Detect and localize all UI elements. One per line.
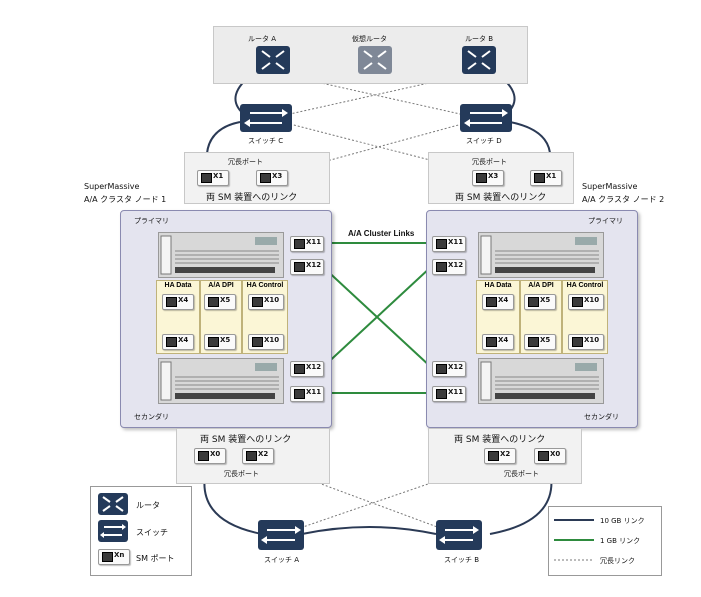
legend-switch: スイッチ [136,528,168,537]
appliance-graphic [160,235,279,275]
port-x5[interactable]: X5 [204,334,236,350]
switch-icon [261,526,301,544]
legend-10gb: 10 GB リンク [600,517,645,525]
router-icon [467,50,491,70]
link-to-both-label: 両 SM 装置へのリンク [200,435,292,445]
node2-title: SuperMassive [582,182,638,191]
port-x3[interactable]: X3 [256,170,288,186]
primary-label: プライマリ [134,217,169,225]
legend-sm-port: SM ポート [136,554,175,563]
router-a-label: ルータ A [248,35,277,43]
port-x2[interactable]: X2 [484,448,516,464]
port-x5[interactable]: X5 [524,334,556,350]
switch-icon [98,520,128,542]
switch-c-label: スイッチ C [248,137,284,145]
switch-icon [439,526,479,544]
primary-label: プライマリ [588,217,623,225]
cluster-links-label: A/A Cluster Links [348,229,415,238]
secondary-label: セカンダリ [584,413,619,421]
switch-d[interactable] [460,104,512,132]
port-x10[interactable]: X10 [568,294,604,310]
legend-port: Xn [98,549,130,565]
switch-a-label: スイッチ A [264,556,300,564]
secondary-appliance[interactable] [478,358,604,404]
router-b-label: ルータ B [465,35,494,43]
port-x4[interactable]: X4 [162,334,194,350]
port-x4[interactable]: X4 [482,334,514,350]
switch-b-label: スイッチ B [444,556,480,564]
switch-d-label: スイッチ D [466,137,502,145]
port-x2[interactable]: X2 [242,448,274,464]
port-x4[interactable]: X4 [162,294,194,310]
link-10gb [301,526,437,535]
legend-router: ルータ [136,501,160,510]
switch-icon [464,109,508,127]
port-x12[interactable]: X12 [432,361,466,377]
router-a[interactable] [256,46,290,74]
router-b[interactable] [462,46,496,74]
redundant-port-label: 冗長ポート [224,470,259,478]
switch-a[interactable] [258,520,304,550]
port-x12[interactable]: X12 [290,361,324,377]
secondary-label: セカンダリ [134,413,169,421]
switch-icon [244,109,288,127]
switch-b[interactable] [436,520,482,550]
router-icon [261,50,285,70]
node1-subtitle: A/A クラスタ ノード 1 [84,195,167,204]
port-x11[interactable]: X11 [432,386,466,402]
port-x5[interactable]: X5 [524,294,556,310]
legend-redundant: 冗長リンク [600,557,635,565]
node2-subtitle: A/A クラスタ ノード 2 [582,195,665,204]
primary-appliance[interactable] [158,232,284,278]
port-x11[interactable]: X11 [290,386,324,402]
port-x12[interactable]: X12 [432,259,466,275]
router-icon [363,50,387,70]
redundant-port-label: 冗長ポート [228,158,263,166]
redundant-port-label: 冗長ポート [504,470,539,478]
port-x1[interactable]: X1 [197,170,229,186]
port-x10[interactable]: X10 [568,334,604,350]
virtual-router-label: 仮想ルータ [352,35,387,43]
port-x5[interactable]: X5 [204,294,236,310]
port-x10[interactable]: X10 [248,294,284,310]
link-to-both-label: 両 SM 装置へのリンク [454,435,546,445]
port-x4[interactable]: X4 [482,294,514,310]
port-x11[interactable]: X11 [290,236,324,252]
secondary-appliance[interactable] [158,358,284,404]
primary-appliance[interactable] [478,232,604,278]
link-to-both-label: 両 SM 装置へのリンク [455,193,547,203]
appliance-graphic [480,235,599,275]
port-x10[interactable]: X10 [248,334,284,350]
redundant-link [271,71,479,119]
port-x0[interactable]: X0 [534,448,566,464]
port-x11[interactable]: X11 [432,236,466,252]
port-x12[interactable]: X12 [290,259,324,275]
virtual-router[interactable] [358,46,392,74]
appliance-graphic [480,361,599,401]
port-x3[interactable]: X3 [472,170,504,186]
cluster-link-x12 [321,265,433,369]
port-x1[interactable]: X1 [530,170,562,186]
redundant-port-label: 冗長ポート [472,158,507,166]
node1-title: SuperMassive [84,182,140,191]
appliance-graphic [160,361,279,401]
legend-1gb: 1 GB リンク [600,537,641,545]
port-x0[interactable]: X0 [194,448,226,464]
router-icon [98,493,128,515]
switch-c[interactable] [240,104,292,132]
link-to-both-label: 両 SM 装置へのリンク [206,193,298,203]
link-legend [548,506,662,576]
